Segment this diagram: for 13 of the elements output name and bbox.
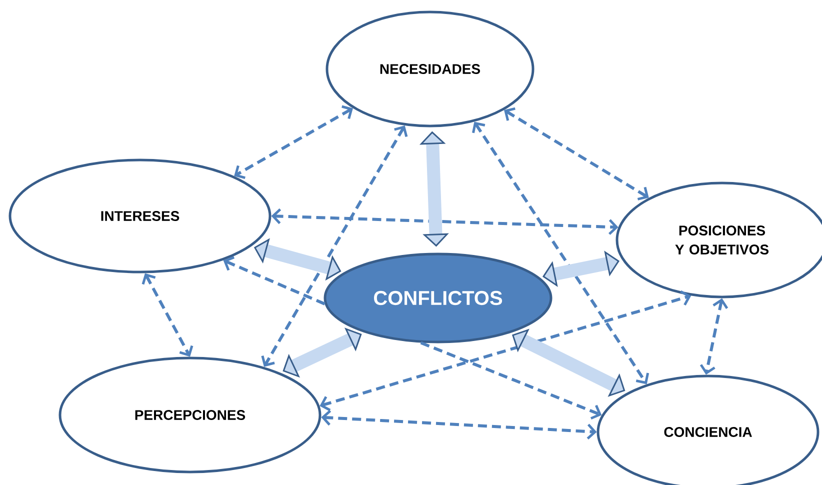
dashed-arrow bbox=[472, 122, 650, 384]
block-arrow bbox=[282, 328, 362, 378]
dashed-arrow bbox=[321, 410, 597, 440]
dashed-arrow bbox=[234, 105, 353, 180]
block-arrow bbox=[542, 250, 620, 287]
dashed-arrow bbox=[504, 107, 649, 200]
dashed-arrow bbox=[261, 126, 408, 367]
dashed-arrow bbox=[223, 256, 326, 306]
dashed-arrow bbox=[271, 208, 618, 235]
dashed-arrow bbox=[420, 341, 602, 420]
dashed-arrow bbox=[320, 290, 692, 412]
dashed-arrow bbox=[142, 273, 194, 357]
dashed-arrow bbox=[700, 298, 728, 375]
